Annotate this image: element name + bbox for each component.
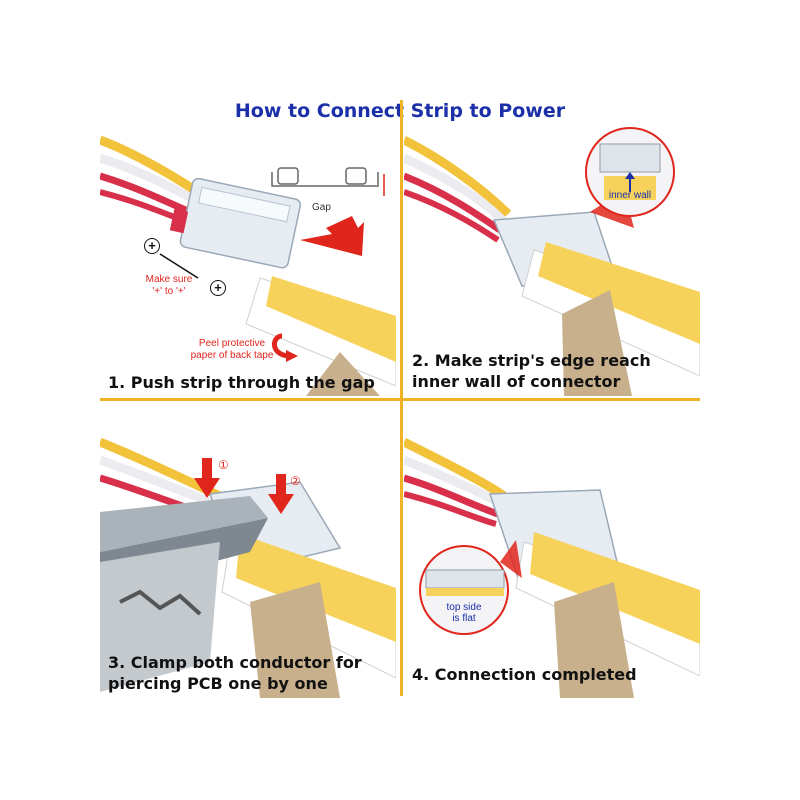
marker-2: ②: [290, 474, 301, 488]
gap-label: Gap: [312, 202, 331, 213]
step-1-illustration: [100, 135, 396, 396]
top-side-flat-label: top side is flat: [446, 602, 482, 624]
step-3-panel: ① ② 3. Clamp both conductor for piercing…: [100, 402, 396, 698]
step-2-illustration: [404, 127, 700, 396]
inner-wall-label: inner wall: [608, 190, 652, 201]
step-1-panel: Gap + + Make sure '+' to '+' Peel protec…: [100, 100, 396, 396]
page-title: How to Connect Strip to Power: [234, 100, 566, 122]
peel-note: Peel protective paper of back tape: [190, 338, 274, 361]
step-3-illustration: [100, 437, 396, 698]
step-2-panel: inner wall 2. Make strip's edge reach in…: [404, 100, 700, 396]
plus-symbol-lower: +: [210, 280, 226, 296]
horizontal-divider: [100, 398, 700, 401]
step-2-caption: 2. Make strip's edge reach inner wall of…: [412, 351, 651, 391]
step-3-caption: 3. Clamp both conductor for piercing PCB…: [108, 653, 362, 693]
step-4-panel: top side is flat 4. Connection completed: [404, 402, 700, 698]
plus-symbol-upper: +: [144, 238, 160, 254]
marker-1: ①: [218, 458, 229, 472]
polarity-note: Make sure '+' to '+': [145, 274, 193, 297]
step-1-caption: 1. Push strip through the gap: [108, 373, 375, 392]
step-4-caption: 4. Connection completed: [412, 665, 637, 684]
step-4-illustration: [404, 437, 700, 698]
